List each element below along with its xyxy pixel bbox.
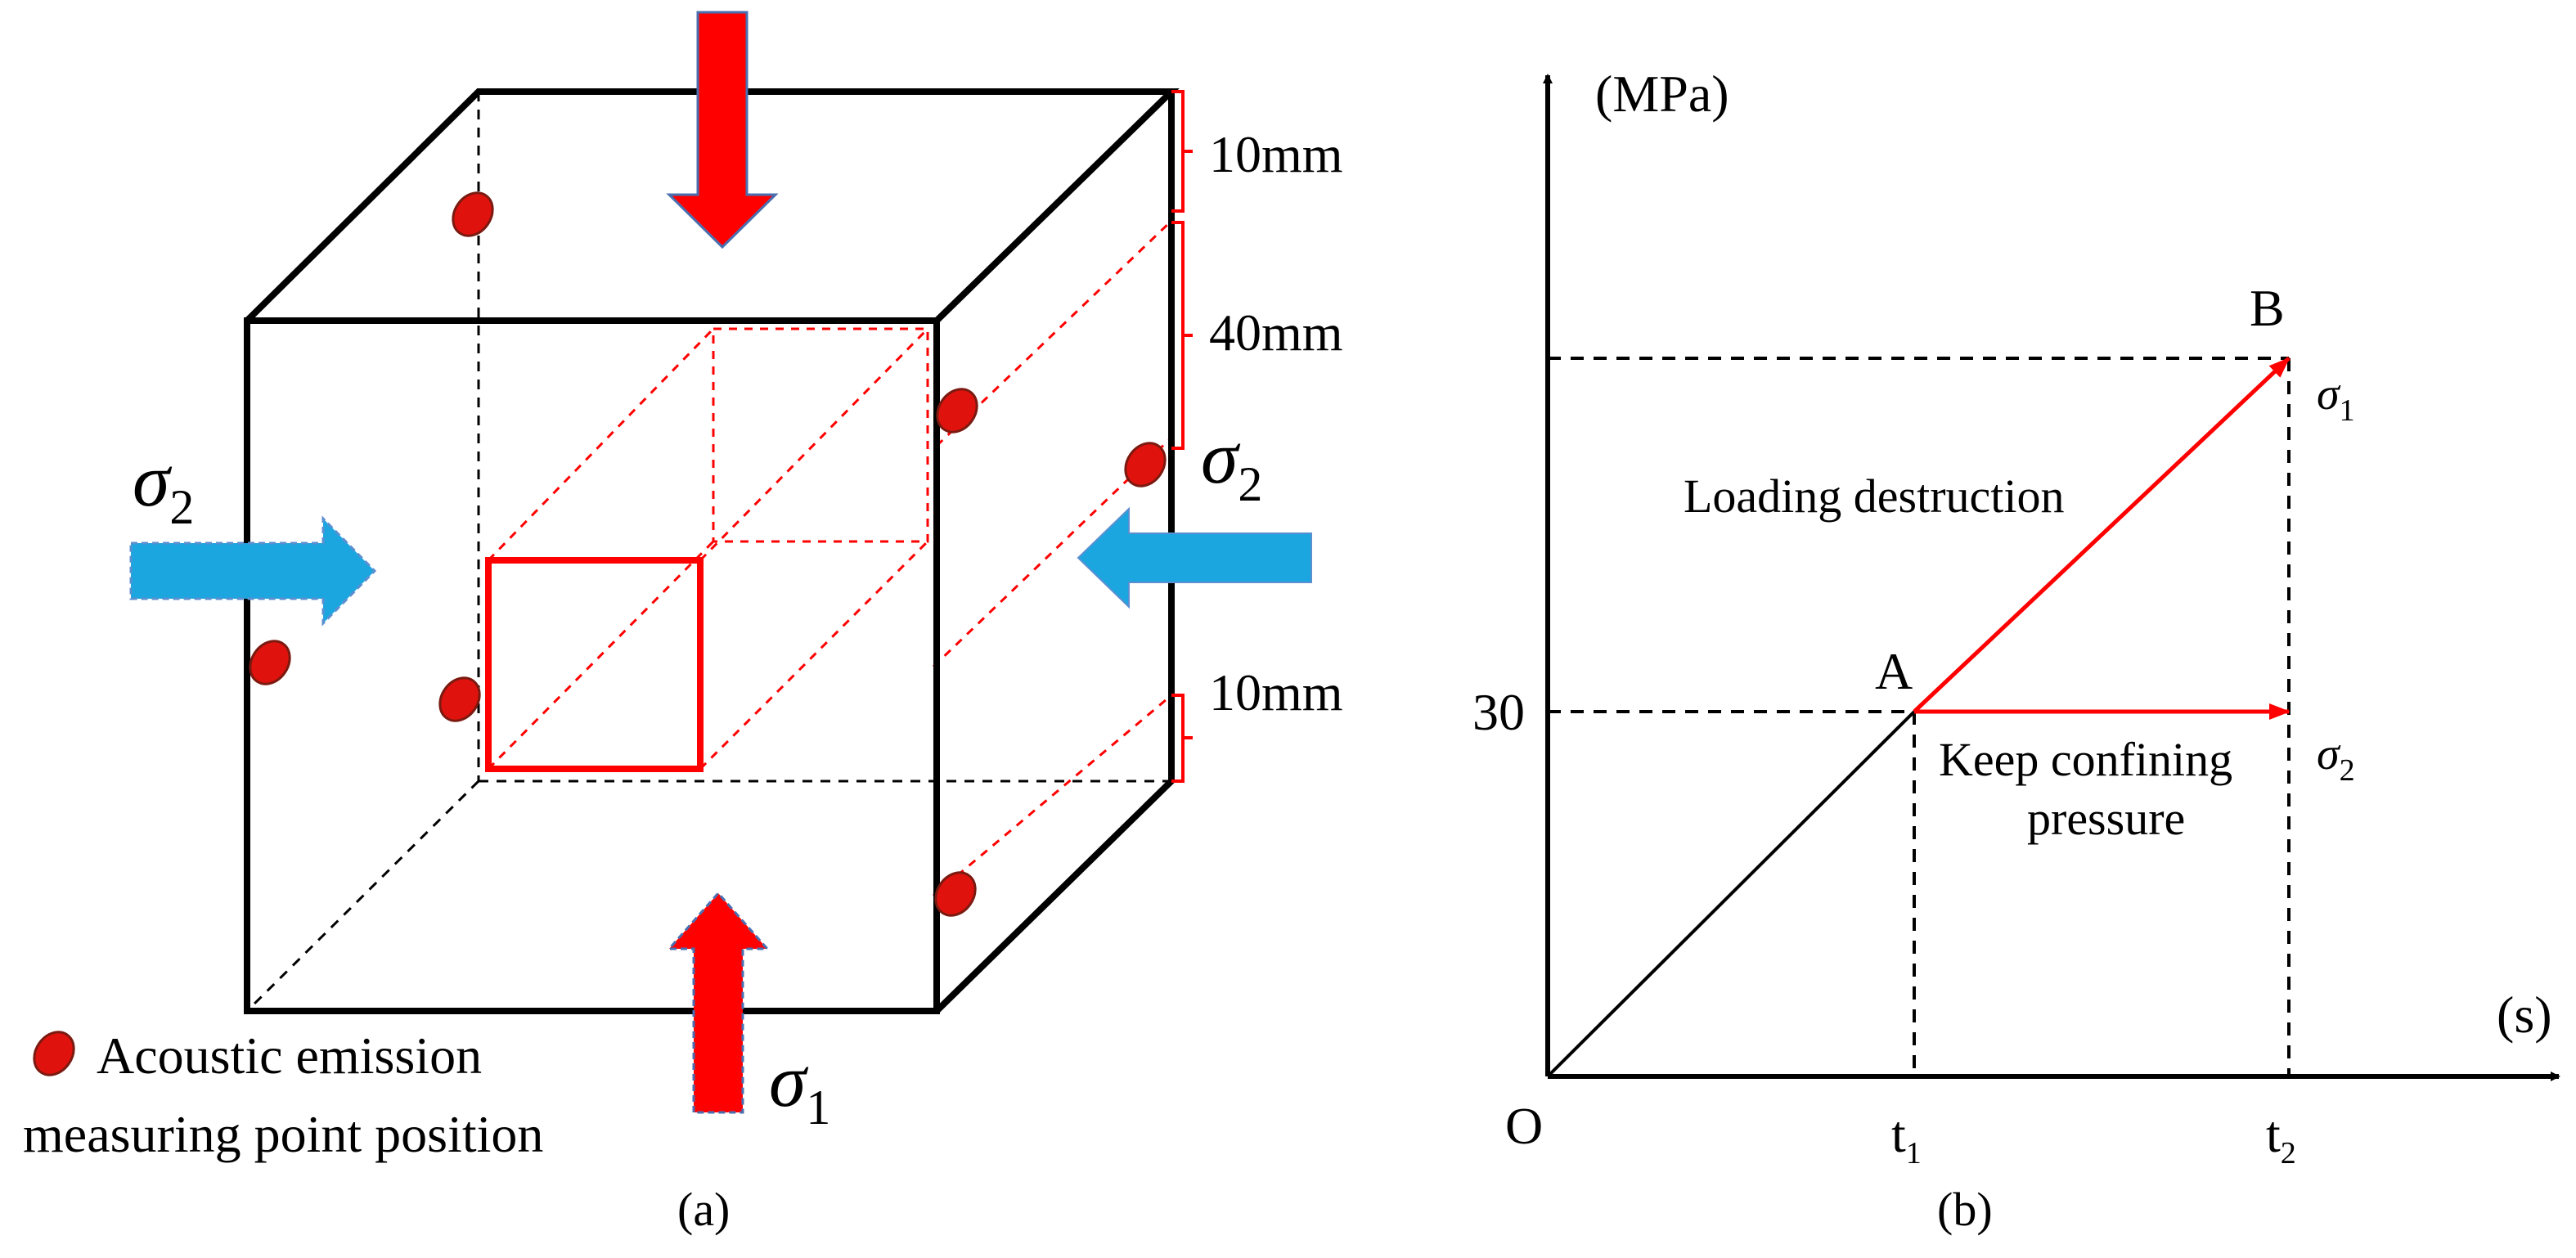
panel-b: (MPa) (s) O 30 t1 t2 A B Loading destruc… — [1472, 65, 2560, 1236]
sigma2-right-label: σ2 — [1201, 416, 1262, 511]
origin-label: O — [1505, 1097, 1543, 1155]
axial-load-arrow-bottom — [666, 891, 771, 1114]
panel-b-caption: (b) — [1937, 1183, 1993, 1236]
guide-lines — [1548, 357, 2291, 1076]
legend-sensor-icon — [33, 1031, 75, 1076]
inner-section-square — [485, 557, 704, 772]
sigma1-loading-line — [1913, 357, 2291, 713]
dimension-bottom-label: 10mm — [1209, 663, 1343, 721]
panel-a: 10mm 40mm 10mm σ2 σ2 σ1 Acoustic emissio… — [23, 11, 1343, 1236]
pressure-label: pressure — [2027, 792, 2185, 845]
y-axis-unit: (MPa) — [1595, 65, 1729, 123]
sensor-point — [934, 871, 977, 917]
sensor-point — [936, 388, 978, 434]
sigma1-graph-label: σ1 — [2317, 369, 2355, 428]
sigma2-graph-label: σ2 — [2317, 729, 2355, 788]
point-b-label: B — [2250, 279, 2285, 337]
y-tick-30: 30 — [1472, 683, 1525, 741]
sensor-point — [249, 640, 291, 685]
sigma2-left-label: σ2 — [133, 438, 194, 534]
panel-a-caption: (a) — [677, 1183, 730, 1236]
axial-load-arrow-top — [666, 11, 779, 249]
acoustic-sensors — [249, 191, 1167, 917]
confining-arrow-left — [129, 515, 377, 627]
dimension-braces — [1171, 90, 1193, 783]
x-tick-t2: t2 — [2266, 1105, 2296, 1170]
loading-destruction-label: Loading destruction — [1684, 470, 2065, 523]
sensor-point — [1124, 442, 1167, 487]
confining-arrow-right — [1077, 506, 1312, 609]
keep-confining-label: Keep confining — [1939, 733, 2232, 786]
sensor-point — [438, 676, 481, 722]
dimension-middle-label: 40mm — [1209, 303, 1343, 362]
sigma1-label: σ1 — [769, 1039, 830, 1134]
initial-loading-line — [1546, 710, 1916, 1078]
legend-line-1: Acoustic emission — [97, 1027, 482, 1085]
sensor-point — [452, 191, 494, 237]
dimension-top-label: 10mm — [1209, 125, 1343, 183]
point-a-label: A — [1875, 642, 1913, 700]
legend-line-2: measuring point position — [23, 1105, 543, 1163]
x-axis-unit: (s) — [2497, 986, 2552, 1044]
x-tick-t1: t1 — [1891, 1105, 1922, 1170]
